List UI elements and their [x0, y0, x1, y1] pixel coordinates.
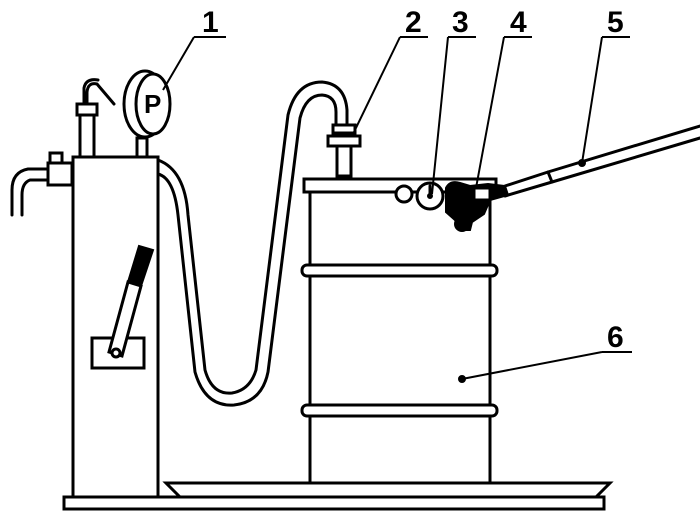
- leader-5: [581, 36, 630, 164]
- label-1: 1: [202, 6, 219, 39]
- vent-hook-inner: [82, 78, 100, 106]
- dispensing-nozzle[interactable]: [503, 124, 700, 198]
- leader-4: [475, 36, 532, 189]
- bung-fitting: [394, 184, 414, 204]
- label-5: 5: [607, 6, 624, 39]
- transfer-hose: [156, 80, 349, 407]
- barrel-inlet-valve[interactable]: [326, 123, 362, 178]
- leader-1: [162, 36, 226, 91]
- outlet-valve[interactable]: [46, 161, 74, 187]
- outlet-spout: [10, 167, 50, 217]
- outlet-valve-cap[interactable]: [48, 151, 64, 165]
- barrel-gauge: [394, 181, 445, 211]
- leader-3: [431, 36, 476, 195]
- outlet-spout-inner: [20, 178, 50, 217]
- vent-hook: [85, 82, 116, 106]
- valve-coupling: [331, 123, 357, 135]
- handle-pivot: [110, 347, 122, 359]
- leader-2: [353, 36, 428, 133]
- callouts: 1 2 3 4 5 6: [162, 6, 632, 380]
- barrel-hoop-upper: [300, 263, 499, 278]
- dispensing-valve[interactable]: [445, 181, 510, 232]
- label-3: 3: [452, 6, 469, 39]
- barrel-body: [308, 188, 492, 485]
- valve-body-highlight: [472, 186, 492, 202]
- label-2: 2: [405, 6, 422, 39]
- base-plate: [62, 495, 606, 511]
- gauge-stem: [135, 136, 149, 159]
- pump-handle-grip[interactable]: [126, 244, 155, 288]
- vent-fitting: [75, 102, 99, 117]
- label-6: 6: [607, 321, 624, 354]
- valve-crossbar[interactable]: [326, 134, 362, 148]
- drip-tray: [162, 481, 614, 499]
- barrel-hoop-lower: [300, 403, 499, 418]
- gauge-letter-p: P: [144, 89, 161, 119]
- pressure-gauge: P: [122, 69, 172, 139]
- gauge-3-hub: [427, 193, 433, 199]
- gauge-face: [134, 72, 172, 136]
- vent-pipe: [78, 113, 96, 159]
- label-4: 4: [510, 6, 527, 39]
- leader-6: [461, 351, 632, 380]
- hand-pump: [10, 78, 160, 499]
